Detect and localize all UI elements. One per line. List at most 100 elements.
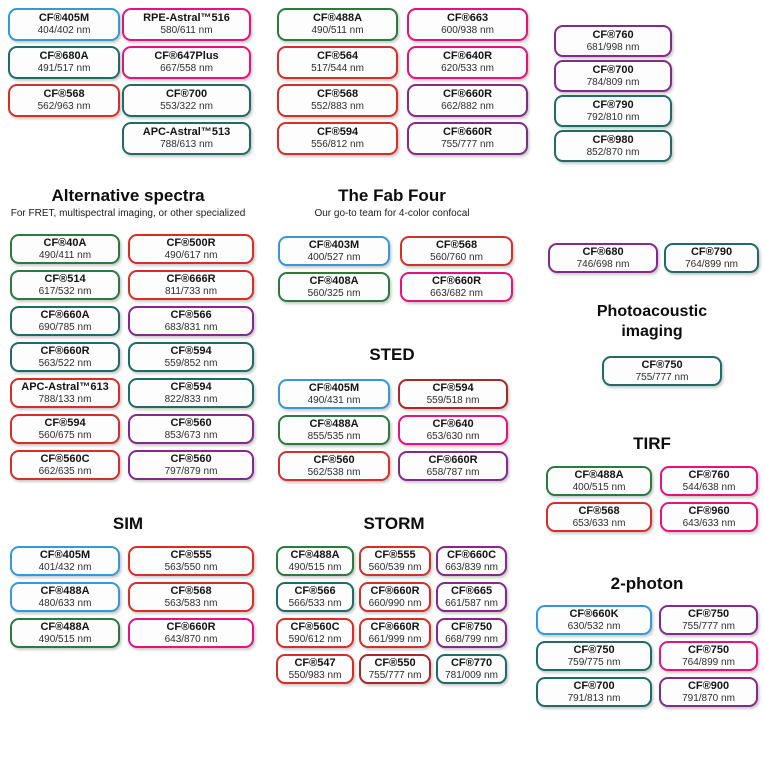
dye-wavelengths: 690/785 nm [38, 321, 92, 333]
dye-name: CF®568 [578, 504, 620, 517]
dye-wavelengths: 553/322 nm [160, 101, 213, 113]
dye-wavelengths: 660/990 nm [368, 597, 422, 609]
dye-name: CF®770 [450, 656, 493, 669]
dye-name: CF®660R [442, 126, 493, 139]
dye-name: CF®568 [170, 584, 212, 597]
dye-wavelengths: 490/515 nm [288, 561, 342, 573]
dye-wavelengths: 788/133 nm [38, 393, 92, 405]
dye-wavelengths: 853/673 nm [164, 429, 218, 441]
dye-name: CF®488A [40, 620, 90, 633]
dye-wavelengths: 490/511 nm [311, 25, 364, 37]
dye-name: CF®488A [290, 548, 340, 561]
dye-name: CF®560C [40, 452, 90, 465]
dye-name: CF®566 [170, 308, 212, 321]
dye-wavelengths: 552/883 nm [311, 101, 364, 113]
dye-wavelengths: 490/411 nm [38, 249, 92, 261]
dye-name: CF®663 [446, 12, 489, 25]
dye-wavelengths: 759/775 nm [567, 656, 621, 668]
dye-wavelengths: 662/635 nm [38, 465, 92, 477]
dye-name: CF®660K [569, 607, 619, 620]
section-title: Alternative spectra [51, 186, 205, 205]
dye-wavelengths: 563/550 nm [164, 561, 218, 573]
dye-wavelengths: 556/812 nm [311, 139, 364, 151]
dye-wavelengths: 560/760 nm [430, 251, 483, 263]
dye-name: CF®547 [294, 656, 336, 669]
dye-wavelengths: 681/998 nm [586, 41, 640, 53]
dye-wavelengths: 620/533 nm [441, 63, 494, 75]
dye-wavelengths: 683/831 nm [164, 321, 218, 333]
dye-wavelengths: 563/583 nm [164, 597, 218, 609]
dye-name: APC-Astral™613 [21, 380, 109, 393]
dye-wavelengths: 562/538 nm [307, 466, 361, 478]
dye-name: CF®488A [309, 417, 359, 430]
dye-name: CF®750 [450, 620, 493, 633]
section-title: TIRF [633, 434, 671, 453]
dye-wavelengths: 746/698 nm [576, 258, 630, 270]
dye-wavelengths: 668/799 nm [445, 633, 498, 645]
dye-wavelengths: 788/613 nm [160, 139, 213, 151]
dye-name: CF®408A [309, 274, 359, 287]
dye-name: CF®660R [370, 584, 420, 597]
dye-name: CF®666R [166, 272, 216, 285]
dye-wavelengths: 755/777 nm [441, 139, 494, 151]
dye-wavelengths: 667/558 nm [160, 63, 213, 75]
dye-name: CF®514 [44, 272, 86, 285]
dye-name: CF®680A [39, 50, 89, 63]
dye-name: CF®594 [170, 344, 212, 357]
dye-name: CF®405M [308, 381, 360, 394]
dye-wavelengths: 480/633 nm [38, 597, 92, 609]
dye-wavelengths: 590/612 nm [288, 633, 342, 645]
dye-name: CF®660R [442, 88, 493, 101]
dye-name: CF®594 [316, 126, 359, 139]
dye-wavelengths: 559/852 nm [164, 357, 218, 369]
dye-wavelengths: 560/539 nm [368, 561, 422, 573]
section-subtitle: For FRET, multispectral imaging, or othe… [10, 208, 246, 219]
section-subtitle: Our go-to team for 4-color confocal [314, 208, 470, 219]
dye-wavelengths: 400/515 nm [572, 481, 626, 493]
dye-wavelengths: 560/675 nm [38, 429, 92, 441]
dye-name: CF®660R [431, 274, 482, 287]
dye-name: CF®750 [687, 643, 730, 656]
dye-name: CF®750 [573, 643, 615, 656]
dye-wavelengths: 517/544 nm [311, 63, 364, 75]
dye-wavelengths: 544/638 nm [682, 481, 736, 493]
dye-wavelengths: 559/518 nm [426, 394, 480, 406]
dye-name: CF®647Plus [154, 50, 219, 63]
